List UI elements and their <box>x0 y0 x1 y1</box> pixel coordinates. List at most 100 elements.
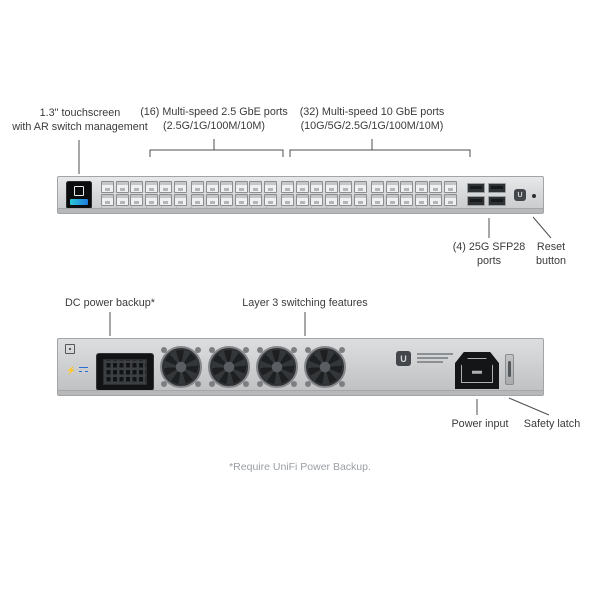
callout-layer3: Layer 3 switching features <box>242 297 368 309</box>
rj45-port <box>130 194 143 206</box>
callout-10g-line2: (10G/5G/2.5G/1G/100M/10M) <box>300 119 444 132</box>
rj45-port <box>324 181 338 193</box>
rj45-column <box>281 181 294 206</box>
rj45-column <box>159 181 172 206</box>
rj45-column <box>443 181 457 206</box>
spec-text-line <box>417 361 443 363</box>
rj45-column <box>324 181 338 206</box>
callout-reset-line1: Reset <box>536 241 566 253</box>
rj45-port <box>281 194 294 206</box>
callout-touchscreen-line2: with AR switch management <box>12 120 148 133</box>
touchscreen <box>66 181 92 209</box>
fan <box>256 346 298 388</box>
callout-sfp-line1: (4) 25G SFP28 <box>452 241 526 253</box>
rj45-port <box>173 181 187 193</box>
fan <box>160 346 202 388</box>
rj45-port <box>234 194 248 206</box>
rj45-port <box>101 194 114 206</box>
rj45-port <box>310 194 323 206</box>
safety-latch <box>505 354 514 385</box>
spec-text-lines <box>417 353 453 365</box>
ground-icon <box>65 344 75 354</box>
rj45-column <box>220 181 233 206</box>
rj45-column <box>353 181 367 206</box>
rj45-port <box>159 194 172 206</box>
dc-power-icons: ⚡ <box>66 366 88 375</box>
switch-front: U <box>57 176 544 214</box>
rj45-port <box>173 194 187 206</box>
sfp-port <box>467 195 485 206</box>
callout-line-reset <box>532 216 552 239</box>
rj45-port <box>443 194 457 206</box>
rj45-port <box>324 194 338 206</box>
rj45-column <box>339 181 352 206</box>
rj45-column <box>191 181 204 206</box>
switch-back: ⚡ U <box>57 338 544 396</box>
rj45-column <box>249 181 262 206</box>
rj45-port <box>310 181 323 193</box>
spec-text-line <box>417 353 453 355</box>
rj45-column <box>310 181 323 206</box>
sfp-port <box>488 195 506 206</box>
screen-square-icon <box>74 186 84 196</box>
rj45-port <box>353 181 367 193</box>
screen-glow <box>70 199 88 205</box>
power-inlet-outline <box>461 358 493 383</box>
callout-10g-line1: (32) Multi-speed 10 GbE ports <box>299 106 445 118</box>
rj45-column <box>205 181 219 206</box>
rj45-column <box>429 181 442 206</box>
ubiquiti-logo-back: U <box>396 351 411 366</box>
rj45-port <box>205 181 219 193</box>
rj45-port <box>234 181 248 193</box>
rj45-port <box>130 181 143 193</box>
rj45-column <box>173 181 187 206</box>
rj45-port <box>205 194 219 206</box>
rj45-ports <box>101 181 457 206</box>
rj45-column <box>130 181 143 206</box>
callout-dc-backup: DC power backup* <box>64 297 156 309</box>
reset-button <box>532 194 536 198</box>
sfp-ports <box>467 182 506 206</box>
callout-25g-line1: (16) Multi-speed 2.5 GbE ports <box>140 106 288 118</box>
rj45-port <box>385 194 399 206</box>
power-inlet <box>455 352 499 389</box>
dc-backup-connector <box>96 353 154 391</box>
rj45-port <box>101 181 114 193</box>
rj45-port <box>443 181 457 193</box>
rj45-port <box>263 181 277 193</box>
dc-symbol-icon <box>78 367 88 374</box>
fan <box>208 346 250 388</box>
rj45-port <box>414 181 428 193</box>
rj45-port <box>249 181 262 193</box>
callout-power-input: Power input <box>451 418 509 430</box>
rj45-column <box>115 181 129 206</box>
port-number-markings <box>101 207 457 210</box>
rj45-port <box>115 181 129 193</box>
rj45-port <box>220 181 233 193</box>
rj45-column <box>144 181 158 206</box>
rj45-port <box>414 194 428 206</box>
rj45-column <box>234 181 248 206</box>
bracket-10g-ports <box>289 139 471 157</box>
fan <box>304 346 346 388</box>
callout-line-safety-latch <box>508 397 550 416</box>
rj45-port <box>339 181 352 193</box>
fan-grid <box>160 346 346 388</box>
sfp-port <box>488 182 506 193</box>
sfp-port <box>467 182 485 193</box>
rj45-column <box>263 181 277 206</box>
power-inlet-pin <box>472 371 482 374</box>
rj45-port <box>385 181 399 193</box>
rj45-port <box>295 181 309 193</box>
callout-touchscreen-line1: 1.3" touchscreen <box>39 107 121 119</box>
rj45-column <box>414 181 428 206</box>
callout-sfp-line2: ports <box>476 254 501 267</box>
rj45-port <box>295 194 309 206</box>
lightning-icon: ⚡ <box>66 366 76 375</box>
callout-sfp: (4) 25G SFP28 ports <box>434 241 544 268</box>
rj45-port <box>371 194 384 206</box>
rj45-port <box>429 194 442 206</box>
rj45-port <box>400 194 413 206</box>
rj45-port <box>371 181 384 193</box>
